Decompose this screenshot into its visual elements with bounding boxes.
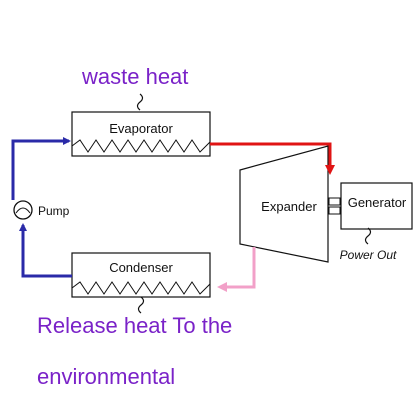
condenser-heat-coil — [71, 281, 211, 295]
release-heat-line2: environmental — [37, 364, 175, 389]
evaporator-to-expander-line — [210, 142, 335, 175]
expander: Expander — [239, 145, 329, 263]
expander-label: Expander — [261, 199, 317, 214]
expander-to-condenser-line — [217, 247, 256, 292]
evaporator: Evaporator — [71, 111, 211, 157]
condenser-to-pump-line — [19, 223, 72, 278]
pump-label: Pump — [38, 204, 70, 218]
waste-heat-label: waste heat — [81, 64, 188, 89]
pump: Pump — [13, 200, 70, 220]
waste-heat-squiggle — [136, 93, 144, 111]
power-out-squiggle — [364, 227, 372, 245]
shaft-coupling — [328, 197, 341, 215]
pump-icon — [13, 200, 33, 220]
pump-to-evaporator-line — [11, 137, 71, 200]
condenser: Condenser — [71, 252, 211, 298]
evaporator-heat-coil — [71, 139, 211, 153]
release-heat-line1: Release heat To the — [37, 313, 232, 338]
generator-label: Generator — [348, 195, 407, 210]
power-out-label: Power Out — [340, 248, 397, 262]
condenser-label: Condenser — [109, 260, 173, 275]
generator: Generator — [340, 182, 413, 230]
release-heat-squiggle — [137, 296, 145, 314]
evaporator-label: Evaporator — [109, 121, 173, 136]
